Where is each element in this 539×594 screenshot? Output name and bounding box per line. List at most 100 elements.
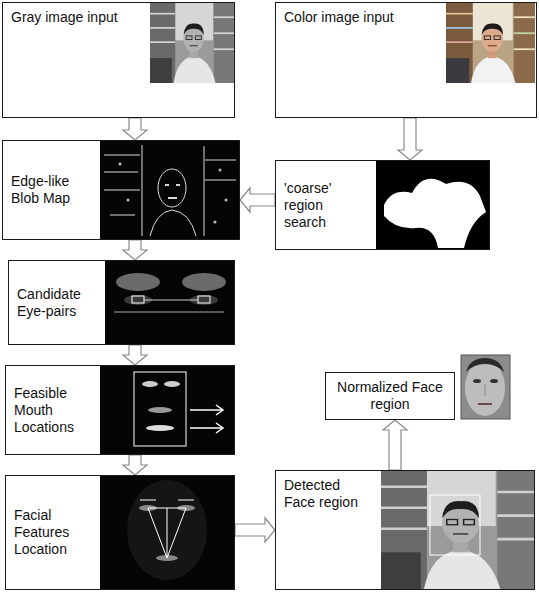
- edge-blob-map-part-part: [150, 210, 196, 236]
- process-box: Normalized Face region: [325, 372, 455, 420]
- box-text-area: Normalized Face region: [326, 373, 454, 419]
- color-photo-part-part: [514, 48, 535, 50]
- flow-arrow: [383, 420, 407, 470]
- eye-pair-map-part: [114, 311, 224, 313]
- box-label: Feasible Mouth Locations: [14, 385, 90, 436]
- edge-blob-map-part-part: [214, 221, 217, 224]
- facial-feature-map: [100, 476, 234, 589]
- mouth-location-map-part-part: [190, 427, 222, 429]
- facial-feature-map-part-part: [167, 508, 186, 558]
- edge-blob-map-part-part: [205, 160, 236, 161]
- box-label: Color image input: [284, 9, 434, 26]
- process-box: 'coarse' region search: [275, 160, 490, 250]
- mouth-location-map-part: [142, 381, 158, 387]
- color-photo-part-part: [446, 41, 473, 43]
- flow-arrow: [240, 188, 275, 212]
- edge-blob-map-part-part: [204, 146, 205, 236]
- box-text-area: Gray image input: [3, 3, 147, 117]
- box-text-area: Detected Face region: [276, 471, 378, 589]
- flow-arrow: [123, 118, 147, 140]
- detected-photo-part: [430, 495, 480, 555]
- mouth-location-map-part: [190, 405, 223, 433]
- edge-blob-map-part-part: [158, 169, 186, 207]
- normalized-face-part: [485, 384, 486, 396]
- eye-pair-map-part: [198, 296, 210, 303]
- edge-blob-map-part-part: [104, 172, 138, 173]
- color-photo-part-part: [471, 56, 515, 83]
- color-photo-part-part: [446, 58, 469, 83]
- gray-photo-part: [150, 3, 234, 83]
- mouth-location-map-part: [148, 407, 172, 413]
- facial-feature-map-part: [127, 480, 207, 580]
- color-photo-part-part: [494, 36, 500, 40]
- process-box: Detected Face region: [275, 470, 535, 590]
- mouth-location-map-part: [164, 381, 180, 387]
- facial-feature-map-part-part: [178, 500, 194, 501]
- flow-arrow: [123, 240, 147, 260]
- mouth-location-map-part: [134, 372, 186, 446]
- color-photo-part-part: [482, 23, 503, 35]
- flow-arrow: [123, 345, 147, 365]
- edge-blob-map-part-part: [205, 180, 236, 181]
- eye-pair-map-part: [116, 273, 160, 291]
- normalized-face-part: [490, 379, 498, 383]
- mouth-location-map-part: [146, 425, 174, 431]
- facial-feature-map-part: [140, 500, 194, 558]
- edge-blob-map-part-part: [127, 199, 130, 202]
- color-photo-part-part: [514, 32, 535, 34]
- edge-blob-map-part-part: [104, 155, 140, 156]
- edge-blob-map-part: [100, 141, 239, 239]
- edge-blob-map-part-part: [142, 145, 143, 236]
- mouth-location-map-part-part: [216, 405, 223, 415]
- color-photo-part-part: [446, 3, 473, 83]
- normalized-face-part: [473, 379, 481, 383]
- box-label: Edge-like Blob Map: [11, 173, 89, 207]
- edge-blob-map-part-part: [225, 199, 228, 202]
- box-label: Detected Face region: [284, 477, 370, 511]
- gray-photo: [150, 3, 234, 83]
- box-label: Candidate Eye-pairs: [17, 286, 95, 320]
- edge-blob-map-part: [119, 163, 228, 224]
- color-photo: [446, 3, 535, 83]
- process-box: Gray image input: [2, 2, 235, 118]
- mouth-location-map-part-part: [190, 409, 222, 411]
- process-box: Edge-like Blob Map: [2, 140, 240, 240]
- flow-arrow: [235, 518, 275, 542]
- box-text-area: Color image input: [276, 3, 442, 117]
- edge-blob-map-part-part: [176, 184, 180, 186]
- eye-pair-map-part: [105, 261, 234, 344]
- facial-feature-map-part-part: [148, 508, 167, 558]
- process-box: Facial Features Location: [5, 475, 235, 590]
- color-photo-part: [446, 3, 535, 83]
- eye-pair-map-part: [132, 296, 144, 303]
- edge-blob-map-part-part: [104, 190, 140, 191]
- coarse-region-mask-part: [384, 179, 486, 248]
- process-box: Feasible Mouth Locations: [5, 365, 235, 455]
- color-photo-part-part: [484, 36, 490, 40]
- coarse-region-mask-part: [376, 161, 489, 249]
- box-text-area: 'coarse' region search: [276, 161, 373, 249]
- flow-arrow: [123, 455, 147, 475]
- mouth-location-map: [100, 366, 234, 454]
- edge-blob-map-part-part: [119, 163, 122, 166]
- edge-blob-map-part-part: [110, 215, 135, 216]
- eye-pair-map-part: [182, 273, 226, 291]
- box-label: Gray image input: [11, 9, 139, 26]
- normalized-face-part: [461, 355, 510, 419]
- edge-blob-map-part: [104, 145, 236, 236]
- facial-feature-map-part-part: [140, 500, 156, 501]
- box-text-area: Edge-like Blob Map: [3, 141, 97, 239]
- detected-photo-part: [381, 471, 534, 589]
- normalized-face: [461, 355, 510, 419]
- color-photo-part-part: [446, 13, 473, 15]
- color-photo-part-part: [488, 45, 497, 46]
- mouth-location-map-part-part: [216, 423, 223, 433]
- box-label: Facial Features Location: [14, 507, 90, 558]
- process-box: Color image input: [275, 2, 537, 118]
- color-photo-part-part: [514, 3, 535, 83]
- box-text-area: Facial Features Location: [6, 476, 98, 589]
- color-photo-part-part: [446, 27, 473, 29]
- normalized-face-part: [465, 360, 505, 416]
